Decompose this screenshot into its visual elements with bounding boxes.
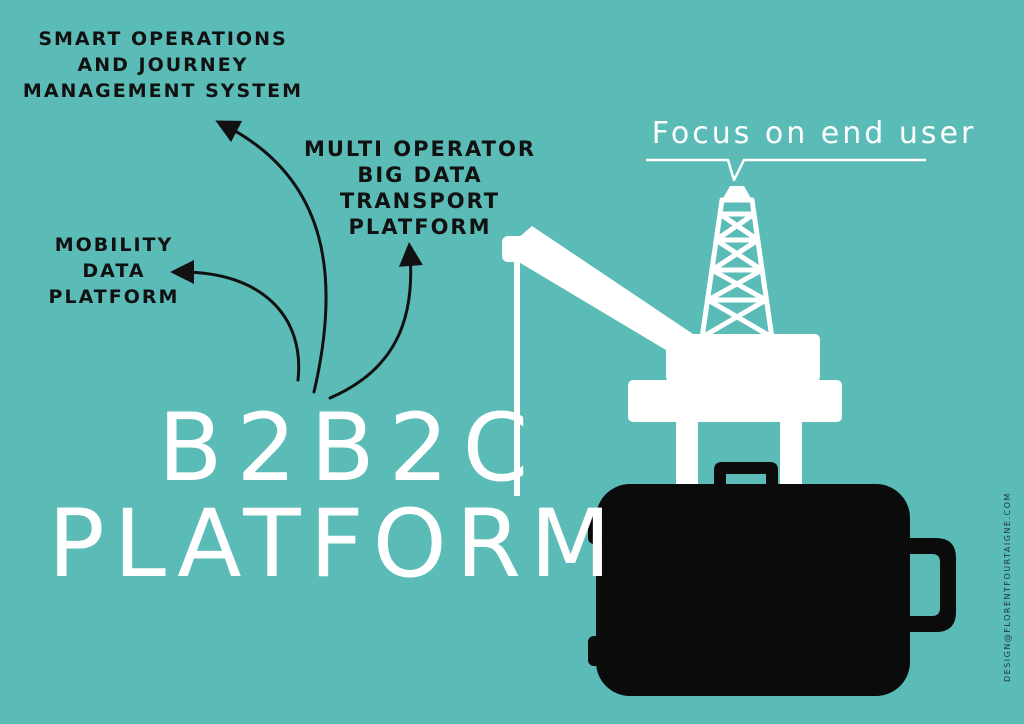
multi-operator-line-4: platform: [348, 215, 492, 239]
suitcase-icon: [588, 462, 956, 696]
oil-rig-icon: [502, 186, 842, 496]
smart-operations-line-1: Smart operations: [38, 28, 288, 50]
designer-credit: design@florentfourtaigne.com: [1003, 492, 1012, 682]
mobility-line-3: platform: [48, 286, 180, 308]
multi-operator-line-3: transport: [339, 189, 501, 213]
speech-bubble-icon: [646, 158, 926, 182]
mobility-data-label: Mobility data platform: [38, 232, 190, 310]
arrow-left-icon: [170, 260, 301, 382]
focus-on-end-user-caption: Focus on end user: [651, 116, 977, 151]
title-line-2: PLATFORM: [48, 490, 621, 599]
multi-operator-line-1: Multi operator: [303, 137, 537, 161]
mobility-line-1: Mobility: [54, 234, 174, 256]
smart-operations-line-2: and journey: [77, 54, 249, 76]
mobility-line-2: data: [82, 260, 146, 282]
arrow-up-icon: [215, 120, 328, 394]
title-line-1: B2B2C: [158, 394, 543, 503]
smart-operations-line-3: management system: [22, 80, 304, 102]
multi-operator-line-2: big data: [357, 163, 483, 187]
multi-operator-label: Multi operator big data transport platfo…: [292, 136, 548, 240]
arrow-right-icon: [328, 242, 423, 400]
smart-operations-label: Smart operations and journey management …: [18, 26, 308, 104]
arrows: [170, 120, 423, 400]
